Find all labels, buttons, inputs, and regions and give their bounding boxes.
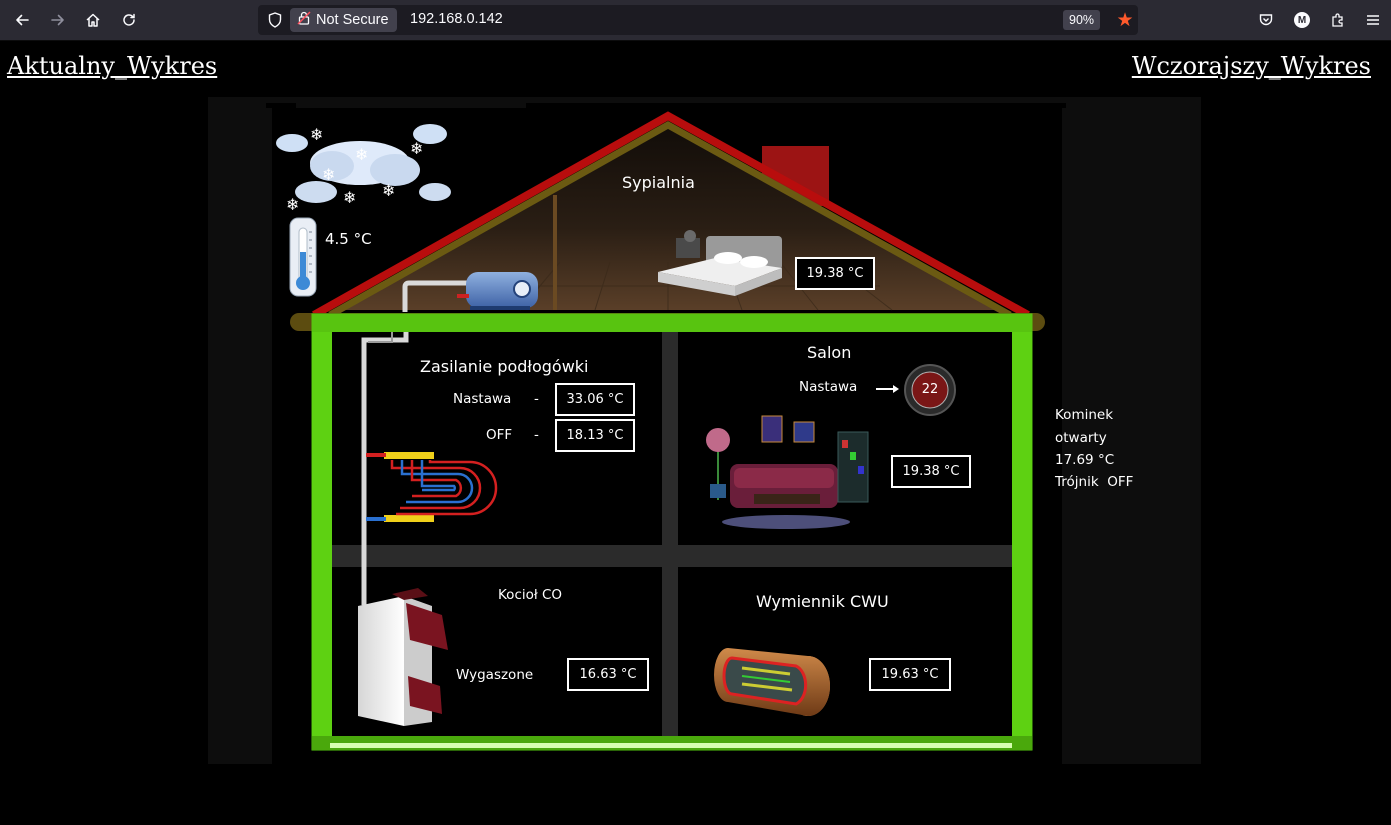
bedroom-temperature: 19.38 °C: [806, 266, 864, 281]
thermostat-value: 22: [921, 382, 939, 397]
scene-edge-strip: [526, 103, 1066, 108]
exchanger-temperature: 19.63 °C: [881, 667, 939, 682]
security-label: Not Secure: [316, 12, 389, 28]
roof-outer: [312, 111, 1030, 319]
svg-text:❄: ❄: [355, 145, 368, 164]
floor-heating-manifold-icon: [366, 452, 498, 522]
extensions-icon[interactable]: [1326, 8, 1350, 32]
account-initial: M: [1294, 12, 1310, 28]
boiler-state: Wygaszone: [456, 667, 534, 683]
browser-toolbar: Not Secure 192.168.0.142 90% ★ M: [0, 0, 1391, 41]
living-room-setpoint-label: Nastawa: [799, 379, 858, 395]
floor-heating-return-box: 18.13 °C: [555, 419, 635, 452]
address-bar[interactable]: Not Secure 192.168.0.142 90% ★: [258, 5, 1138, 35]
floor-heating-state-separator: -: [534, 427, 539, 443]
heat-exchanger-tank-icon: [714, 648, 830, 716]
zoom-level-button[interactable]: 90%: [1063, 10, 1101, 30]
home-icon[interactable]: [81, 8, 105, 32]
scene-edge-strip: [266, 103, 296, 108]
forward-arrow-icon[interactable]: [46, 8, 70, 32]
pocket-icon[interactable]: [1254, 8, 1278, 32]
living-room-furniture-icon: [706, 415, 869, 529]
roof-inner: [328, 120, 1012, 319]
bedroom-title: Sypialnia: [622, 173, 695, 192]
current-chart-link[interactable]: Aktualny_Wykres: [7, 52, 218, 80]
exchanger-temperature-box: 19.63 °C: [869, 658, 951, 691]
water-heater-tank-icon: [402, 272, 538, 312]
frame-floor-highlight: [330, 743, 1012, 748]
floor-heating-title: Zasilanie podłogówki: [420, 357, 589, 376]
attic-beam: [553, 195, 557, 310]
hamburger-menu-icon[interactable]: [1361, 8, 1385, 32]
bookmark-star-icon[interactable]: ★: [1116, 9, 1134, 31]
svg-text:❄: ❄: [410, 139, 423, 158]
living-room-temperature: 19.38 °C: [902, 464, 960, 479]
snow-cloud-icon: ❄ ❄ ❄ ❄ ❄ ❄ ❄: [276, 124, 451, 214]
boiler-title: Kocioł CO: [498, 587, 563, 603]
living-room-temperature-box: 19.38 °C: [891, 455, 971, 488]
thermostat-dial-icon: [876, 364, 956, 416]
svg-text:❄: ❄: [286, 195, 299, 214]
svg-text:❄: ❄: [343, 188, 356, 207]
living-room-title: Salon: [807, 343, 852, 362]
account-avatar[interactable]: M: [1290, 8, 1314, 32]
fireplace-line-1: Kominek: [1055, 407, 1114, 423]
floor-heating-setpoint-box: 33.06 °C: [555, 383, 635, 416]
fireplace-tee-state: Trójnik OFF: [1055, 474, 1134, 490]
frame-wall-left: [312, 314, 332, 750]
thermometer-icon: [289, 217, 317, 297]
fireplace-temperature: 17.69 °C: [1055, 452, 1115, 468]
site-security-indicator[interactable]: Not Secure: [290, 8, 397, 32]
boiler-temperature: 16.63 °C: [579, 667, 637, 682]
frame-ceiling: [312, 314, 1032, 332]
yesterday-chart-link[interactable]: Wczorajszy_Wykres: [1131, 52, 1371, 80]
bed-icon: [658, 230, 782, 296]
bedroom-temperature-box: 19.38 °C: [795, 257, 875, 290]
svg-text:❄: ❄: [310, 125, 323, 144]
floor-heating-setpoint-separator: -: [534, 391, 539, 407]
floor-heating-state-label: OFF: [486, 427, 513, 443]
frame-wall-right: [1012, 314, 1032, 750]
outdoor-temperature: 4.5 °C: [325, 230, 372, 248]
floor-heating-setpoint-value: 33.06 °C: [566, 392, 624, 407]
url-text[interactable]: 192.168.0.142: [410, 11, 503, 27]
boiler-temperature-box: 16.63 °C: [567, 658, 649, 691]
floor-heating-return-value: 18.13 °C: [566, 428, 624, 443]
tracking-shield-icon[interactable]: [266, 11, 284, 29]
svg-text:❄: ❄: [382, 181, 395, 200]
floor-heating-setpoint-label: Nastawa: [453, 391, 512, 407]
central-heating-boiler-icon: [358, 588, 448, 726]
back-arrow-icon[interactable]: [10, 8, 34, 32]
exchanger-title: Wymiennik CWU: [756, 592, 889, 611]
svg-text:❄: ❄: [322, 165, 335, 184]
heating-pipe: [361, 332, 409, 605]
insecure-lock-icon: [296, 10, 312, 30]
reload-icon[interactable]: [117, 8, 141, 32]
fireplace-line-2: otwarty: [1055, 430, 1107, 446]
